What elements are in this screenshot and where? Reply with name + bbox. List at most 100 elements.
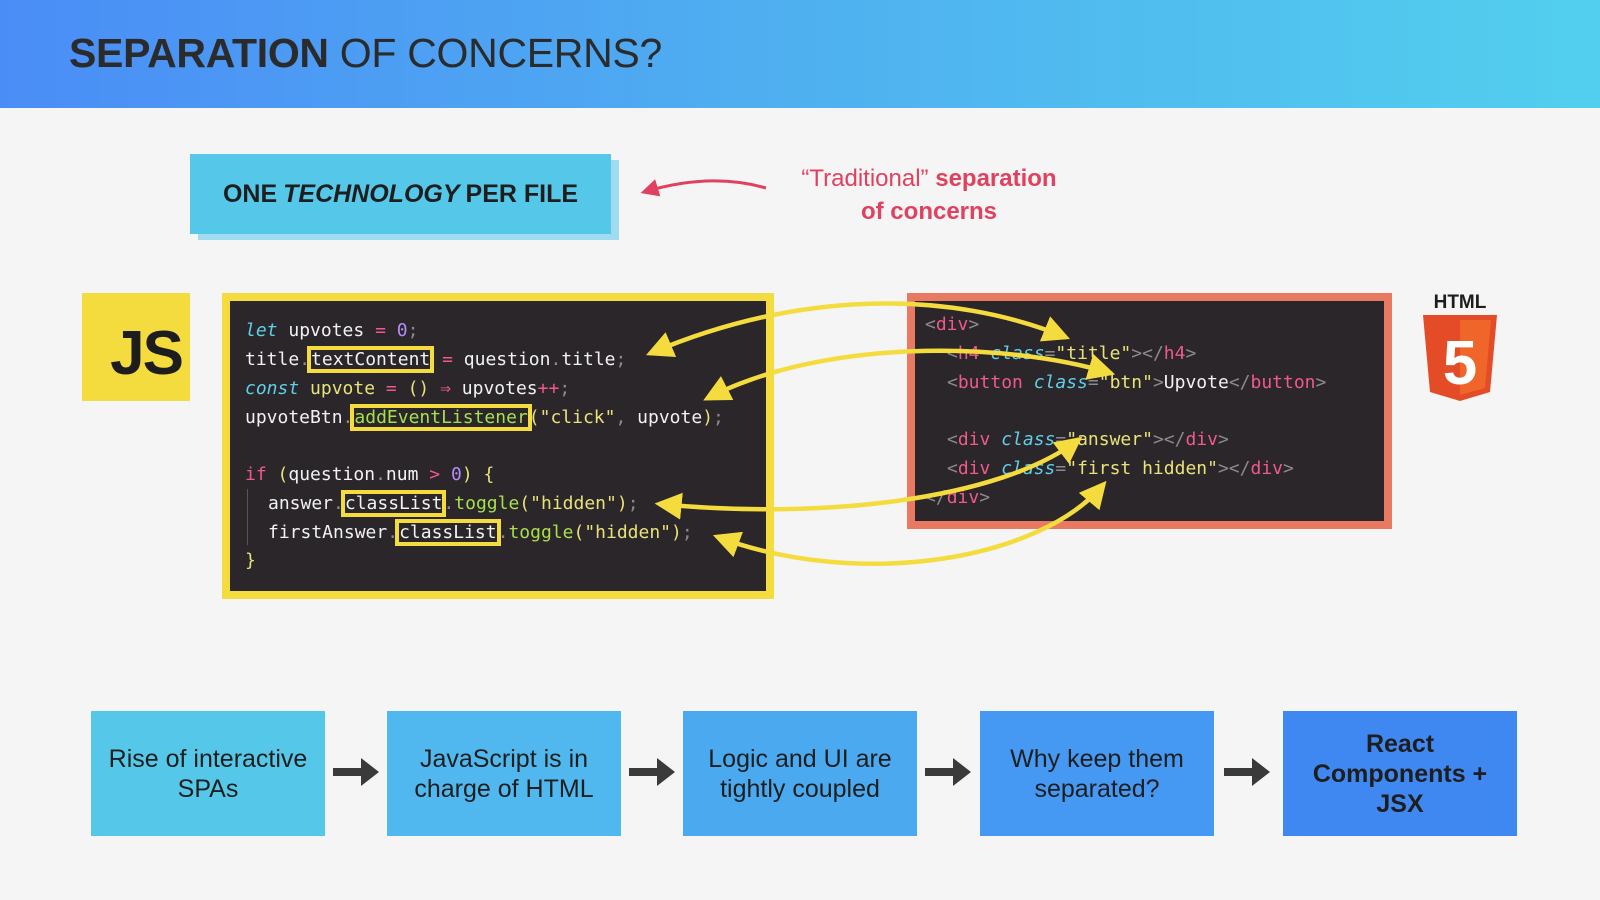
js-token: . (299, 349, 311, 370)
html-token: div (957, 429, 991, 450)
js-logo: JS (82, 293, 190, 401)
js-token: ; (681, 522, 693, 543)
js-token: . (443, 493, 455, 514)
flow-step-3: Logic and UI are tightly coupled (683, 711, 917, 836)
html-token: div (935, 314, 969, 335)
html-token: = (1055, 458, 1067, 479)
js-line-5: if (question.num > 0) { (245, 460, 494, 489)
title-rest: OF CONCERNS? (328, 30, 662, 76)
js-token (440, 464, 451, 485)
html-token: h4 (1163, 343, 1186, 364)
js-token: question (452, 349, 551, 370)
html-token: "first hidden" (1066, 458, 1218, 479)
html-token: class (990, 343, 1045, 364)
js-token: ) (616, 493, 628, 514)
js-token: toggle (454, 493, 520, 514)
html-token (990, 429, 1001, 450)
js-token: upvoteBtn (245, 407, 343, 428)
html-token: div (957, 458, 991, 479)
highlight-classlist-2: classList (395, 519, 501, 546)
red-pointer-arrow (640, 179, 767, 197)
flow-arrow-icon (925, 758, 971, 786)
html-token: button (957, 372, 1023, 393)
title-bold: SEPARATION (69, 30, 329, 76)
html-token: h4 (957, 343, 980, 364)
note-bold-2: of concerns (860, 198, 998, 225)
js-token: ( (277, 464, 289, 485)
html-token: > (1152, 429, 1164, 450)
flow-step-2: JavaScript is in charge of HTML (387, 711, 621, 836)
html-line-2: <h4 class="title"></h4> (947, 339, 1196, 368)
js-token: "hidden" (530, 493, 617, 514)
tech-box-pre: ONE (222, 179, 278, 208)
html-token (980, 343, 991, 364)
js-token: ( (573, 522, 585, 543)
flow-arrow-icon (333, 758, 379, 786)
html-token: class (1001, 458, 1056, 479)
html-token: < (925, 314, 936, 335)
js-token: if (245, 464, 267, 485)
html-token: div (1250, 458, 1283, 479)
js-line-7: firstAnswer.classList.toggle("hidden"); (268, 518, 693, 547)
js-token: () (407, 378, 430, 399)
note-bold-1: separation (935, 165, 1057, 192)
html-token: </ (1163, 429, 1186, 450)
js-token: firstAnswer (268, 522, 388, 543)
traditional-separation-note: “Traditional” separation of concerns (770, 162, 1088, 228)
html-token: < (947, 343, 958, 364)
js-token (473, 464, 484, 485)
html5-digit: 5 (1443, 329, 1477, 398)
js-token: ; (615, 349, 627, 370)
html-token: class (1001, 429, 1056, 450)
highlight-addeventlistener: addEventListener (350, 404, 532, 431)
html-token: div (946, 487, 980, 508)
js-token (267, 464, 278, 485)
html-token: "btn" (1098, 372, 1153, 393)
js-token: ⇒ (440, 378, 451, 399)
js-token: ) (461, 464, 473, 485)
html-token: > (1315, 372, 1327, 393)
flow-arrow-icon (1224, 758, 1270, 786)
js-token: = (385, 378, 397, 399)
js-token: ; (559, 378, 571, 399)
html-token: > (1131, 343, 1143, 364)
html-code-panel: <div> <h4 class="title"></h4> <button cl… (907, 293, 1392, 529)
html-line-5: <div class="first hidden"></div> (947, 454, 1294, 483)
indent-guide (247, 489, 248, 545)
html-token: < (947, 372, 958, 393)
js-token: title (561, 349, 616, 370)
js-token: num (385, 464, 430, 485)
html-token: </ (1142, 343, 1164, 364)
js-token (386, 320, 397, 341)
js-token: "hidden" (584, 522, 672, 543)
html-token: > (1283, 458, 1294, 479)
js-token: = (442, 349, 453, 370)
html-token: = (1087, 372, 1099, 393)
js-token: ) (671, 522, 682, 543)
html-token: class (1033, 372, 1088, 393)
js-token: } (245, 550, 256, 571)
js-token: answer (268, 493, 334, 514)
js-token: 0 (396, 320, 408, 341)
js-token: upvotes (277, 320, 376, 341)
js-token: const (245, 378, 300, 399)
js-token: toggle (508, 522, 574, 543)
html-token: > (968, 314, 980, 335)
highlight-textcontent: textContent (307, 346, 435, 373)
html-token: > (1185, 343, 1197, 364)
tech-box-italic: TECHNOLOGY (283, 179, 460, 208)
html-token: < (947, 458, 958, 479)
html-line-1: <div> (925, 310, 979, 339)
html-token: button (1250, 372, 1316, 393)
note-quote: “Traditional” (801, 165, 929, 192)
js-token: title (245, 349, 300, 370)
js-token: ; (713, 407, 724, 428)
js-line-3: const upvote = () ⇒ upvotes++; (245, 374, 570, 403)
js-token: ; (407, 320, 419, 341)
js-token: , (615, 407, 627, 428)
js-token: upvote (626, 407, 703, 428)
js-token: . (550, 349, 562, 370)
js-token: question (288, 464, 376, 485)
html-token: = (1055, 429, 1067, 450)
html-logo-label: HTML (1434, 292, 1487, 313)
